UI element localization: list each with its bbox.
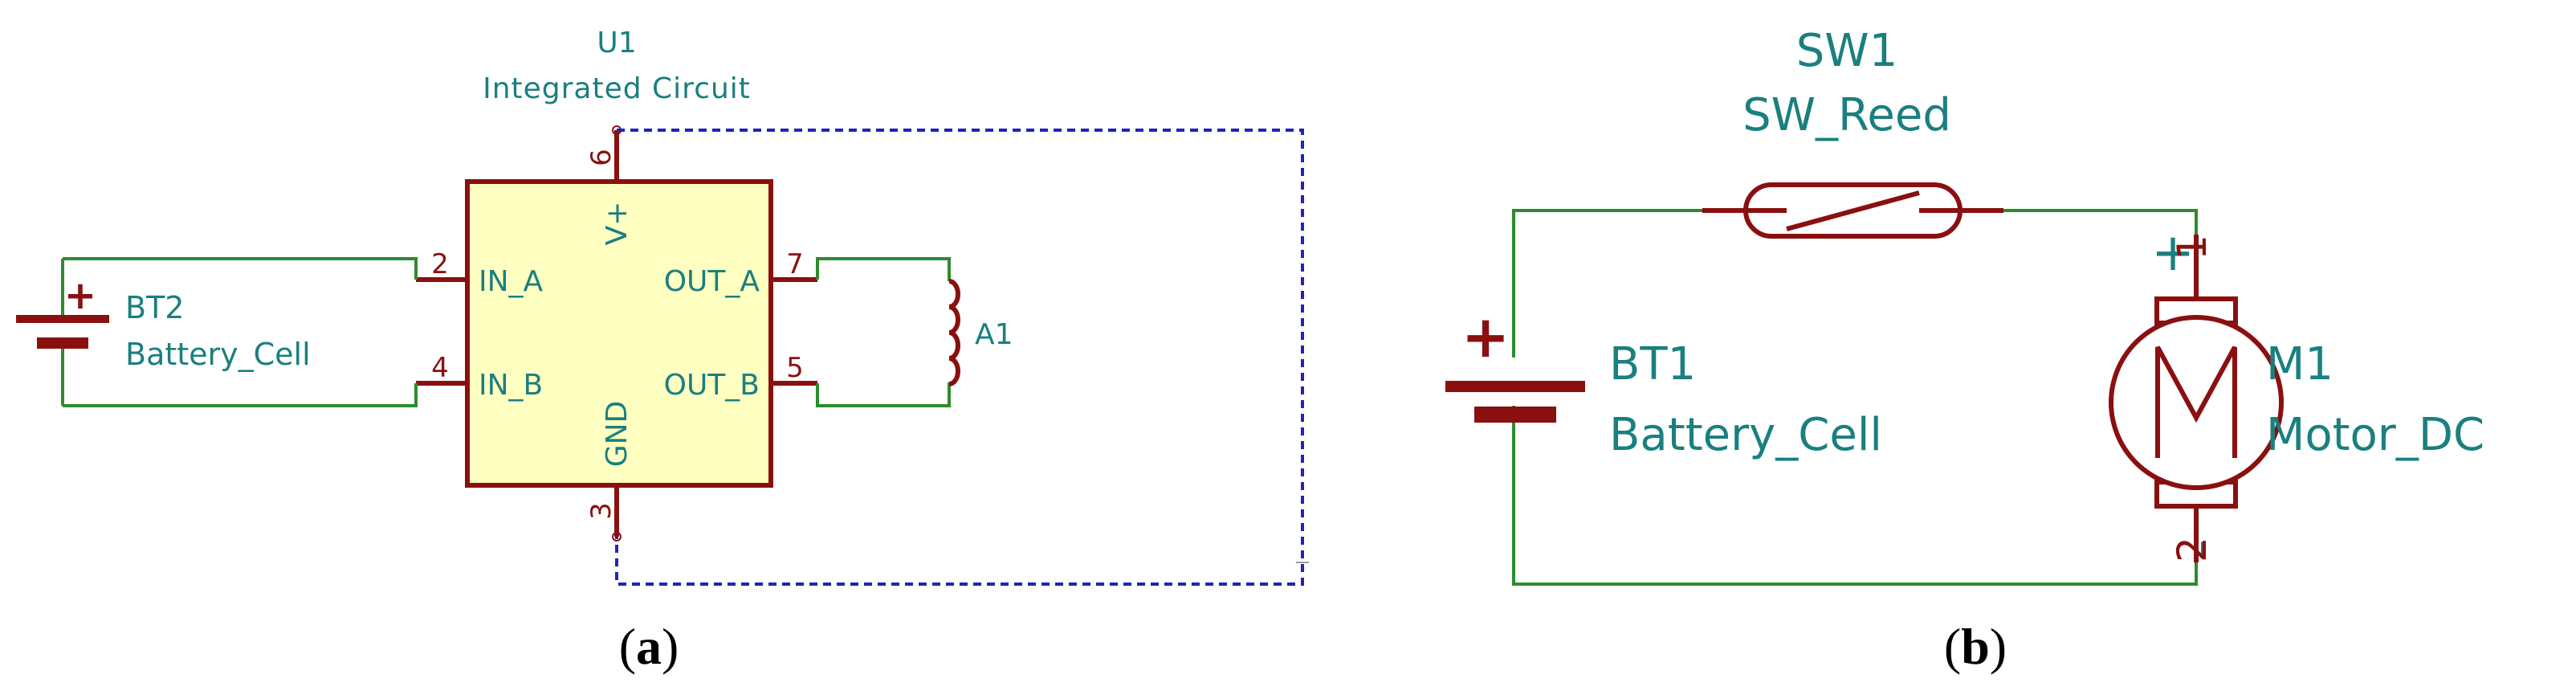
motor-plus-sign: + <box>2151 223 2195 283</box>
ic-body <box>465 179 773 488</box>
coil-a1 <box>816 257 960 407</box>
pin-3-end <box>612 532 622 542</box>
ic-value: Integrated Circuit <box>483 72 751 105</box>
battery-bt1-short-plate <box>1474 407 1556 423</box>
motor-m1-value: Motor_DC <box>2266 409 2484 461</box>
dashed-connection <box>615 129 1304 586</box>
caption-b-letter: b <box>1961 618 1990 675</box>
switch-sw1-value: SW_Reed <box>1742 89 1951 141</box>
caption-b-open: ( <box>1944 618 1961 675</box>
coil-a1-reference: A1 <box>975 318 1013 351</box>
wire-bt1-to-motor <box>1512 406 2198 586</box>
battery-bt1: + <box>1445 303 1585 423</box>
battery-bt2: + <box>16 257 418 407</box>
battery-bt2-short-plate <box>37 337 88 349</box>
wire-bt2-to-pin2 <box>63 257 418 280</box>
motor-pin-number-1: 1 <box>2169 235 2215 260</box>
pin-number-7: 7 <box>786 248 804 280</box>
reed-switch-sw1 <box>1702 182 2003 239</box>
wire-switch-to-motor <box>2003 209 2198 235</box>
reed-switch-glass <box>1743 182 1963 239</box>
pin-number-5: 5 <box>786 352 804 384</box>
wire-bt1-to-switch <box>1512 209 1702 358</box>
ic-pins <box>416 125 817 542</box>
coil-a1-winding <box>948 279 960 386</box>
battery-bt1-long-plate <box>1445 381 1585 392</box>
motor-m-glyph <box>2155 345 2237 458</box>
wire-pin7-to-coil <box>816 257 951 281</box>
pin-name-in-b: IN_B <box>479 369 543 402</box>
battery-bt2-long-plate <box>16 315 109 323</box>
battery-bt1-reference: BT1 <box>1609 338 1696 390</box>
pin-name-out-b: OUT_B <box>664 369 760 402</box>
motor-m1 <box>2109 235 2284 562</box>
battery-bt2-reference: BT2 <box>125 290 184 325</box>
motor-housing <box>2109 315 2284 490</box>
caption-a-close: ) <box>662 618 679 675</box>
caption-b-close: ) <box>1990 618 2007 675</box>
pin-number-6: 6 <box>585 149 618 166</box>
pin-name-vplus: V+ <box>601 202 634 246</box>
motor-pin-number-2: 2 <box>2169 537 2215 562</box>
wire-pin5-to-coil <box>816 382 951 407</box>
pin-number-2: 2 <box>431 248 449 280</box>
motor-m1-reference: M1 <box>2266 338 2333 390</box>
wire-bt2-to-pin4 <box>63 383 418 407</box>
motor-minus-sign: - <box>2176 539 2236 558</box>
pin-name-gnd: GND <box>601 401 634 468</box>
battery-bt1-value: Battery_Cell <box>1609 409 1882 461</box>
caption-a-letter: a <box>636 618 662 675</box>
pin-number-4: 4 <box>431 352 449 384</box>
battery-bt1-plus: + <box>1461 303 1510 370</box>
panel-a: U1 Integrated Circuit 2 4 7 5 6 3 IN_A I… <box>16 27 1309 675</box>
panel-b: SW1 SW_Reed + BT1 Battery_Cell + - 1 2 M… <box>1445 25 2484 675</box>
battery-bt2-plus: + <box>64 273 96 318</box>
pin-name-in-a: IN_A <box>479 265 544 298</box>
pin-number-3: 3 <box>585 502 618 520</box>
ic-reference: U1 <box>597 27 636 59</box>
caption-a-open: ( <box>619 618 636 675</box>
battery-bt2-value: Battery_Cell <box>125 337 311 372</box>
pin-name-out-a: OUT_A <box>664 265 760 298</box>
caption-a: (a) <box>619 618 679 675</box>
caption-b: (b) <box>1944 618 2007 675</box>
switch-sw1-reference: SW1 <box>1796 25 1898 77</box>
reed-contact-blade <box>1786 190 1920 231</box>
